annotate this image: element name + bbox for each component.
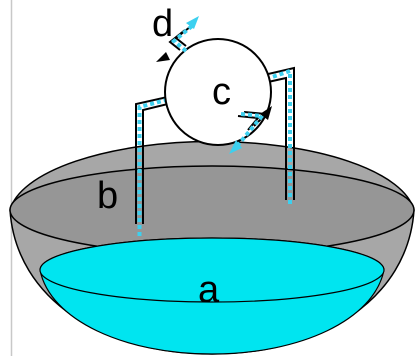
top-arrow-icon [186, 16, 199, 29]
top-black-arrow-icon [156, 52, 170, 62]
label-c: c [212, 71, 231, 113]
lower-black-arrow-icon [260, 106, 272, 120]
lower-connector-flow [236, 112, 266, 147]
left-tube-flow [137, 97, 171, 236]
top-connector-flow [170, 24, 194, 53]
pump-chamber [164, 38, 272, 146]
water-surface [39, 237, 385, 303]
label-b: b [97, 175, 118, 217]
lower-arrow-icon [229, 140, 242, 154]
label-a: a [198, 269, 220, 311]
label-d: d [152, 3, 173, 45]
right-tube-flow [271, 68, 292, 204]
